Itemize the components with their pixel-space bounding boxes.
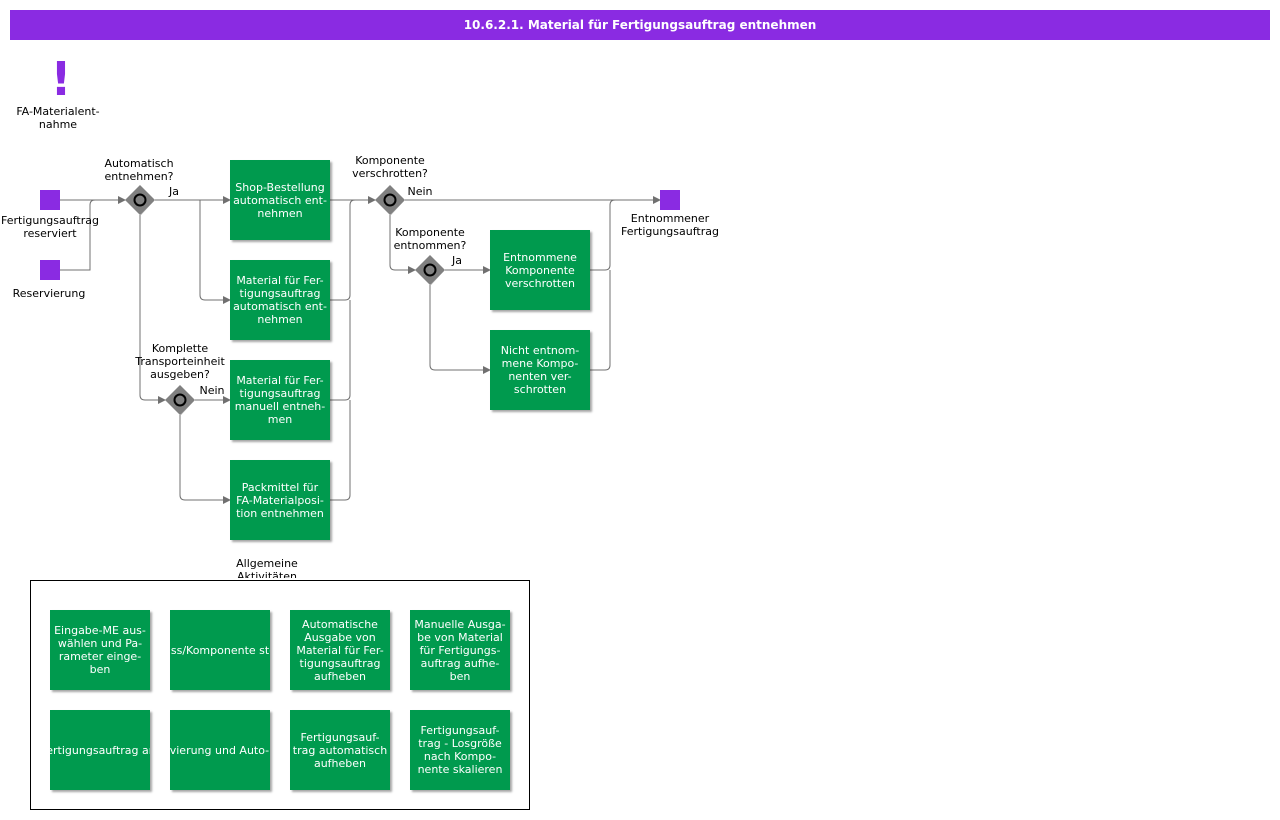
task-label: Material für Fer- tigungsauftrag automat… — [233, 274, 327, 326]
task-label: Historie/Fertigungsauftrag analysieren — [50, 743, 150, 757]
task-shop-bestellung-entnehmen[interactable]: Shop-Bestellung automatisch ent- nehmen — [230, 160, 330, 240]
flow-start2-g1 — [60, 199, 96, 271]
end-event[interactable] — [660, 190, 680, 210]
gateway-label: Komponente entnommen? — [393, 226, 467, 252]
task-label: Nicht entnom- mene Kompo- nenten ver- sc… — [500, 344, 580, 396]
task-label: Packmittel für FA-Materialposi- tion ent… — [236, 480, 324, 520]
flow-g3-g4 — [389, 215, 416, 274]
task-label: Shop-Bestellung automatisch ent- nehmen — [233, 180, 327, 220]
task-ausschuss-komponente-stornieren[interactable]: Ausschuss/Komponente stornieren — [170, 610, 270, 690]
task-label: Fertigungsauf- trag automatisch aufheben — [292, 730, 388, 770]
task-entnommene-komponente-verschrotten[interactable]: Entnommene Komponente verschrotten — [490, 230, 590, 310]
gateway-label: Komplette Transporteinheit ausgeben? — [135, 342, 225, 381]
task-label: Automatische Ausgabe von Material für Fe… — [296, 617, 384, 683]
flow-label-yes: Ja — [452, 254, 462, 267]
task-label: Manuelle Ausga- be von Material für Fert… — [414, 617, 506, 683]
task-packmittel-entnehmen[interactable]: Packmittel für FA-Materialposi- tion ent… — [230, 460, 330, 540]
task-nicht-entnommene-komponenten-verschrotten[interactable]: Nicht entnom- mene Kompo- nenten ver- sc… — [490, 330, 590, 410]
trigger-label: FA-Materialent- nahme — [16, 105, 100, 131]
task-automatische-ausgabe-aufheben[interactable]: Automatische Ausgabe von Material für Fe… — [290, 610, 390, 690]
task-manuelle-ausgabe-aufheben[interactable]: Manuelle Ausga- be von Material für Fert… — [410, 610, 510, 690]
group-allgemeine-aktivitaeten — [30, 580, 530, 810]
flow-t5-end — [590, 199, 616, 271]
task-label: Material für Fer- tigungsauftrag manuell… — [234, 374, 326, 426]
task-historie-analysieren[interactable]: Historie/Fertigungsauftrag analysieren — [50, 710, 150, 790]
flow-t2-merge — [330, 199, 356, 301]
task-material-manuell-entnehmen[interactable]: Material für Fer- tigungsauftrag manuell… — [230, 360, 330, 440]
gateway-label: Komponente verschrotten? — [352, 154, 428, 180]
flow-g1-g2 — [139, 215, 166, 404]
flow-label-yes: Ja — [169, 185, 179, 198]
group-label-area: Allgemeine Aktivitäten — [235, 556, 299, 578]
start-event-label: Reservierung — [12, 287, 86, 300]
task-label: Entnommene Komponente verschrotten — [503, 250, 577, 290]
flow-g1-t2 — [199, 200, 231, 304]
exclamation-icon: ! — [50, 52, 72, 106]
task-label: Fertigungsauf- trag - Losgröße nach Komp… — [417, 724, 503, 776]
flow-g4-t6 — [429, 285, 491, 374]
task-label: Eingabe-ME aus- wählen und Pa- rameter e… — [54, 624, 146, 676]
task-losgroesse-skalieren[interactable]: Fertigungsauf- trag - Losgröße nach Komp… — [410, 710, 510, 790]
start-event-fertigungsauftrag[interactable] — [40, 190, 60, 210]
task-label: Verfügbarkeit/Reservierung und Auto-Entn… — [170, 743, 270, 757]
flow-t6-end — [590, 270, 611, 371]
exclusive-gateway-icon[interactable] — [125, 185, 155, 215]
gateway-label: Automatisch entnehmen? — [104, 157, 174, 183]
flow-t4-merge — [330, 400, 351, 501]
task-fertigungsauftrag-aufheben[interactable]: Fertigungsauf- trag automatisch aufheben — [290, 710, 390, 790]
exclusive-gateway-icon[interactable] — [165, 385, 195, 415]
flow-label-no: Nein — [407, 185, 433, 198]
task-verfuegbarkeit-anzeigen[interactable]: Verfügbarkeit/Reservierung und Auto-Entn… — [170, 710, 270, 790]
task-eingabe-me-auswaehlen[interactable]: Eingabe-ME aus- wählen und Pa- rameter e… — [50, 610, 150, 690]
group-label: Allgemeine Aktivitäten — [236, 557, 298, 578]
start-event-reservierung[interactable] — [40, 260, 60, 280]
exclusive-gateway-icon[interactable] — [415, 255, 445, 285]
diagram-title: 10.6.2.1. Material für Fertigungsauftrag… — [10, 10, 1270, 40]
end-event-label: Entnommener Fertigungsauftrag — [621, 212, 719, 238]
flow-g2-t4 — [179, 415, 231, 504]
task-label: Ausschuss/Komponente stornieren — [170, 643, 270, 657]
task-material-automatisch-entnehmen[interactable]: Material für Fer- tigungsauftrag automat… — [230, 260, 330, 340]
flow-t3-merge — [330, 300, 351, 401]
start-event-label: Fertigungsauftrag reserviert — [1, 214, 99, 240]
exclusive-gateway-icon[interactable] — [375, 185, 405, 215]
flow-label-no: Nein — [199, 384, 225, 397]
